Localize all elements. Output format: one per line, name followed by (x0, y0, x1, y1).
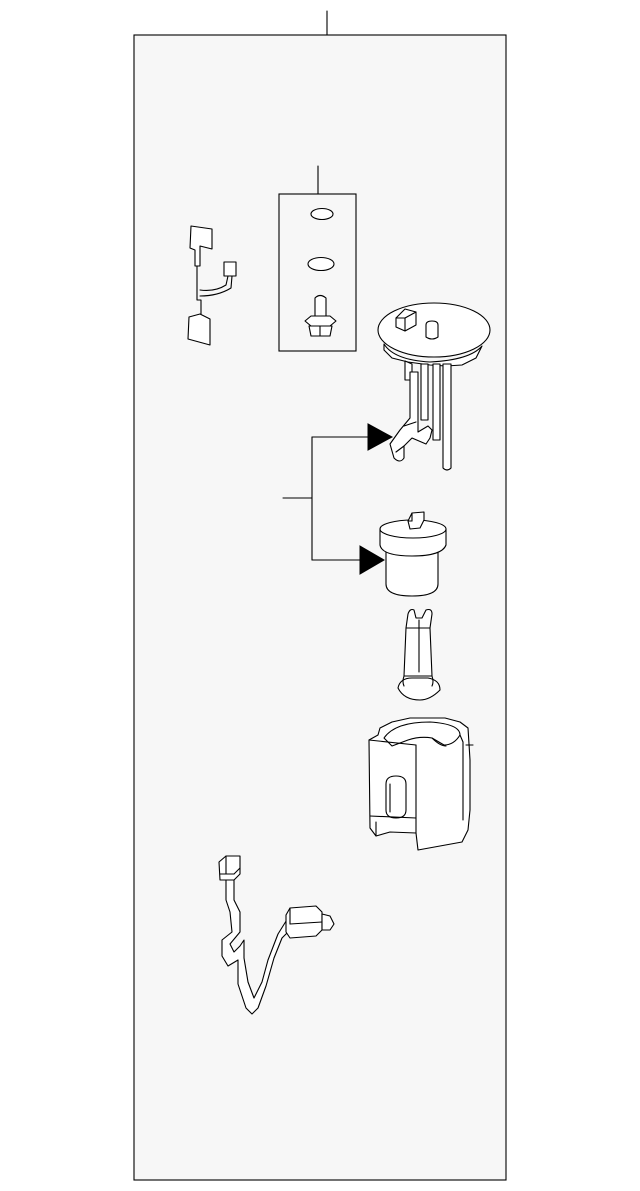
callout-bracket (282, 423, 394, 575)
sender-unit[interactable] (377, 302, 491, 471)
o-ring-lower (307, 256, 335, 272)
o-ring-upper (310, 207, 334, 221)
main-harness[interactable] (218, 855, 335, 1015)
gasket-bolt-set[interactable] (278, 165, 357, 352)
callout-arrow-lower (359, 545, 385, 575)
pump-holder[interactable] (368, 717, 474, 851)
mounting-bolt (304, 294, 337, 337)
fuel-pump[interactable] (397, 608, 441, 701)
filter-cup[interactable] (379, 511, 447, 597)
callout-arrow-upper (367, 423, 394, 451)
small-harness-part[interactable] (187, 225, 237, 346)
